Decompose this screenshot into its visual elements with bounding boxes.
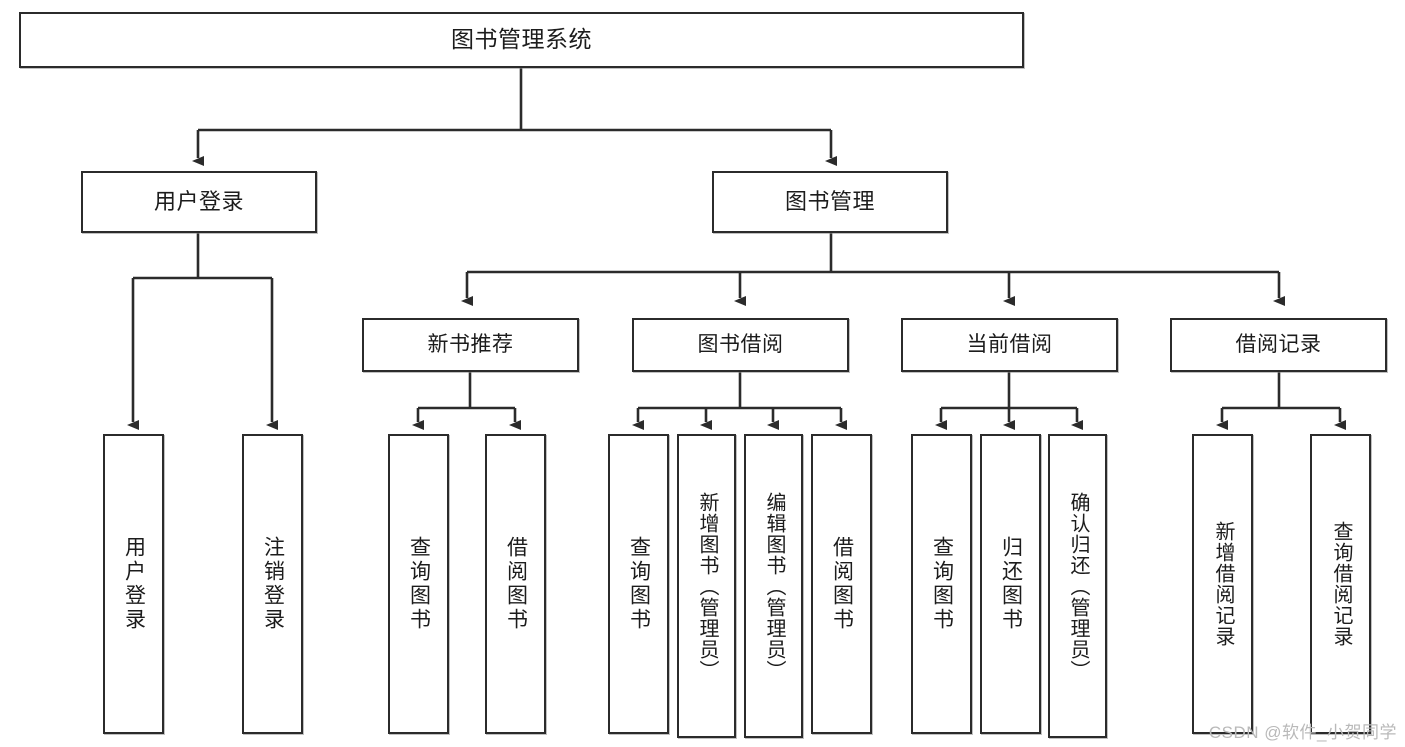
node-leaf-borrow-edit-book-label: 编辑图书（管理员） xyxy=(763,491,785,681)
node-book-manage-label: 图书管理 xyxy=(784,188,875,214)
node-leaf-rec-borrow-book-label: 借阅图书 xyxy=(504,536,528,632)
node-root-label: 图书管理系统 xyxy=(451,26,592,53)
node-root[interactable]: 图书管理系统 xyxy=(19,12,1024,68)
node-leaf-rec-add-record-label: 新增借阅记录 xyxy=(1212,521,1234,647)
node-book-manage[interactable]: 图书管理 xyxy=(712,171,948,233)
node-leaf-borrow-borrow-book[interactable]: 借阅图书 xyxy=(811,434,872,734)
node-leaf-cur-query-book[interactable]: 查询图书 xyxy=(911,434,972,734)
node-leaf-borrow-borrow-book-label: 借阅图书 xyxy=(830,536,854,632)
node-new-book-rec-label: 新书推荐 xyxy=(427,333,514,357)
node-leaf-cur-return-book-label: 归还图书 xyxy=(999,536,1023,632)
node-current-borrow-label: 当前借阅 xyxy=(966,333,1053,357)
node-book-borrow-label: 图书借阅 xyxy=(697,333,784,357)
node-leaf-cur-return-book[interactable]: 归还图书 xyxy=(980,434,1041,734)
node-leaf-borrow-add-book[interactable]: 新增图书（管理员） xyxy=(677,434,736,738)
node-new-book-rec[interactable]: 新书推荐 xyxy=(362,318,579,372)
node-borrow-record-label: 借阅记录 xyxy=(1235,333,1322,357)
node-book-borrow[interactable]: 图书借阅 xyxy=(632,318,849,372)
node-borrow-record[interactable]: 借阅记录 xyxy=(1170,318,1387,372)
node-current-borrow[interactable]: 当前借阅 xyxy=(901,318,1118,372)
csdn-watermark: CSDN @软件_小贺同学 xyxy=(1208,723,1397,742)
node-leaf-borrow-edit-book[interactable]: 编辑图书（管理员） xyxy=(744,434,803,738)
node-leaf-borrow-query-book-label: 查询图书 xyxy=(627,536,651,632)
node-leaf-user-login[interactable]: 用户登录 xyxy=(103,434,164,734)
node-leaf-user-logout[interactable]: 注销登录 xyxy=(242,434,303,734)
node-user-login[interactable]: 用户登录 xyxy=(81,171,317,233)
node-leaf-borrow-query-book[interactable]: 查询图书 xyxy=(608,434,669,734)
node-user-login-label: 用户登录 xyxy=(153,188,244,214)
node-leaf-rec-query-book[interactable]: 查询图书 xyxy=(388,434,449,734)
node-leaf-cur-confirm-return[interactable]: 确认归还（管理员） xyxy=(1048,434,1107,738)
node-leaf-rec-query-book-label: 查询图书 xyxy=(407,536,431,632)
node-leaf-user-logout-label: 注销登录 xyxy=(261,536,285,632)
node-leaf-borrow-add-book-label: 新增图书（管理员） xyxy=(696,491,718,681)
node-leaf-rec-query-record-label: 查询借阅记录 xyxy=(1330,521,1352,647)
node-leaf-rec-query-record[interactable]: 查询借阅记录 xyxy=(1310,434,1371,734)
node-leaf-cur-query-book-label: 查询图书 xyxy=(930,536,954,632)
node-leaf-rec-add-record[interactable]: 新增借阅记录 xyxy=(1192,434,1253,734)
node-leaf-rec-borrow-book[interactable]: 借阅图书 xyxy=(485,434,546,734)
node-leaf-cur-confirm-return-label: 确认归还（管理员） xyxy=(1067,491,1089,681)
node-leaf-user-login-label: 用户登录 xyxy=(122,536,146,632)
